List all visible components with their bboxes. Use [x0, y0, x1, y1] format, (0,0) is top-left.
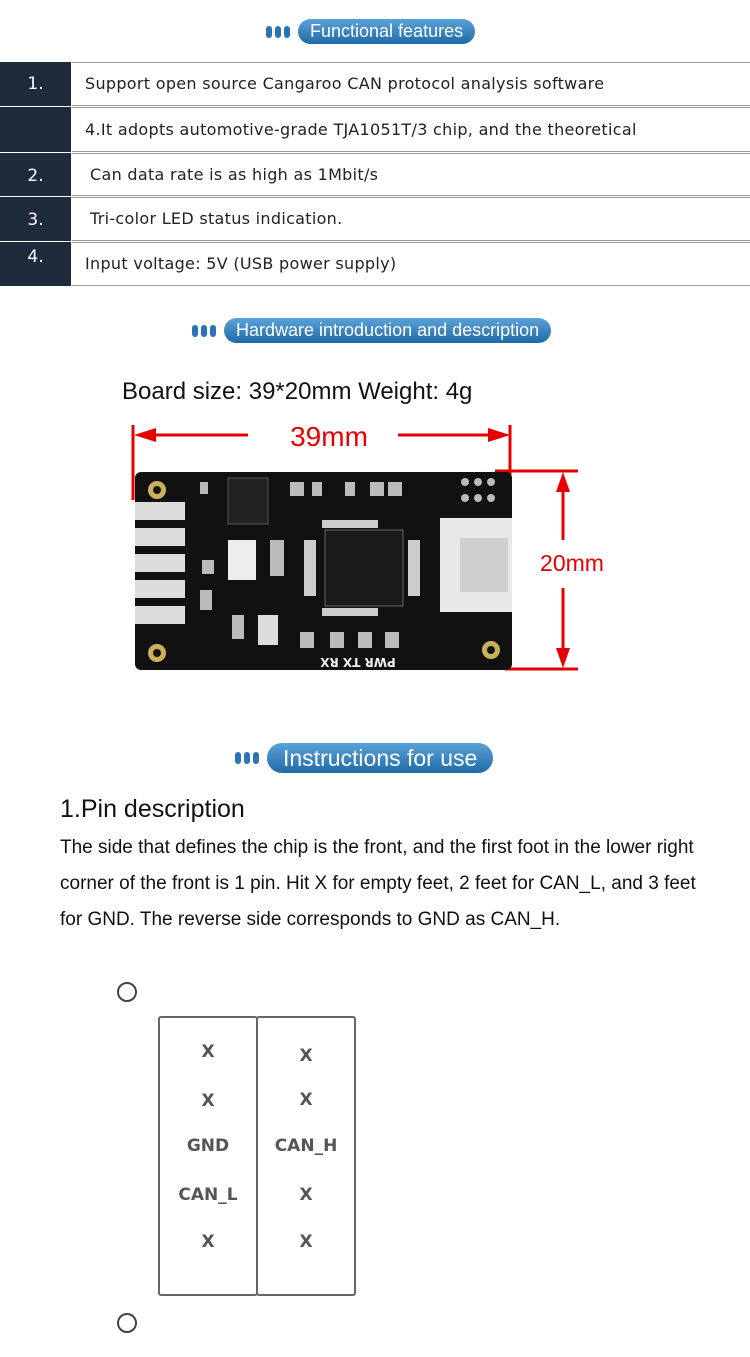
feature-text: 4.It adopts automotive-grade TJA1051T/3 …	[72, 107, 750, 152]
pin-label: X	[201, 1042, 215, 1062]
feature-row: 2. Can data rate is as high as 1Mbit/s	[0, 153, 750, 196]
pin-description-title: 1.Pin description	[60, 795, 245, 823]
height-label: 20mm	[540, 550, 604, 576]
feature-number: 4.	[0, 242, 71, 286]
feature-number: 1.	[0, 62, 71, 106]
pin-description-text: The side that defines the chip is the fr…	[60, 837, 696, 930]
feature-text: Tri-color LED status indication.	[72, 197, 750, 241]
pin-label: X	[299, 1090, 313, 1110]
bullet-dots-icon	[266, 25, 290, 38]
section-title: Hardware introduction and description	[224, 318, 552, 343]
hardware-header: Hardware introduction and description	[192, 318, 552, 343]
feature-text: Can data rate is as high as 1Mbit/s	[72, 153, 750, 196]
pin-label: X	[299, 1185, 313, 1205]
feature-row: 3. Tri-color LED status indication.	[0, 197, 750, 241]
feature-number	[0, 107, 71, 152]
pin-label: X	[201, 1091, 215, 1111]
bullet-dots-icon	[192, 324, 216, 337]
feature-row: 4. Input voltage: 5V (USB power supply)	[0, 242, 750, 286]
bullet-dots-icon	[235, 752, 259, 764]
board-diagram: 39mm 20mm	[131, 421, 604, 671]
pin-label: X	[299, 1232, 313, 1252]
silkscreen-text: PWR TX RX	[319, 655, 395, 669]
feature-number: 2.	[0, 153, 71, 196]
pin-label: X	[201, 1232, 215, 1252]
pin-label: GND	[186, 1136, 230, 1156]
section-title: Functional features	[298, 19, 476, 44]
instructions-header: Instructions for use	[235, 743, 494, 773]
pin-label: CAN_L	[178, 1185, 238, 1205]
pin-column-right: X X CAN_H X X	[256, 1016, 356, 1296]
feature-text: Support open source Cangaroo CAN protoco…	[72, 62, 750, 106]
radio-circle-icon	[117, 982, 137, 1002]
feature-row: 4.It adopts automotive-grade TJA1051T/3 …	[0, 107, 750, 152]
pcb-board: PWR TX RX	[135, 472, 512, 670]
functional-features-header: Functional features	[266, 19, 476, 44]
feature-row: 1. Support open source Cangaroo CAN prot…	[0, 62, 750, 106]
pin-column-left: X X GND CAN_L X	[158, 1016, 258, 1296]
section-title: Instructions for use	[267, 743, 494, 773]
pin-label: CAN_H	[274, 1136, 338, 1156]
pin-label: X	[299, 1046, 313, 1066]
feature-number: 3.	[0, 197, 71, 241]
radio-circle-icon	[117, 1313, 137, 1333]
board-size-text: Board size: 39*20mm Weight: 4g	[122, 378, 473, 405]
width-dimension	[131, 425, 512, 500]
height-dimension	[495, 469, 578, 671]
width-label: 39mm	[290, 421, 368, 452]
feature-text: Input voltage: 5V (USB power supply)	[72, 242, 750, 286]
